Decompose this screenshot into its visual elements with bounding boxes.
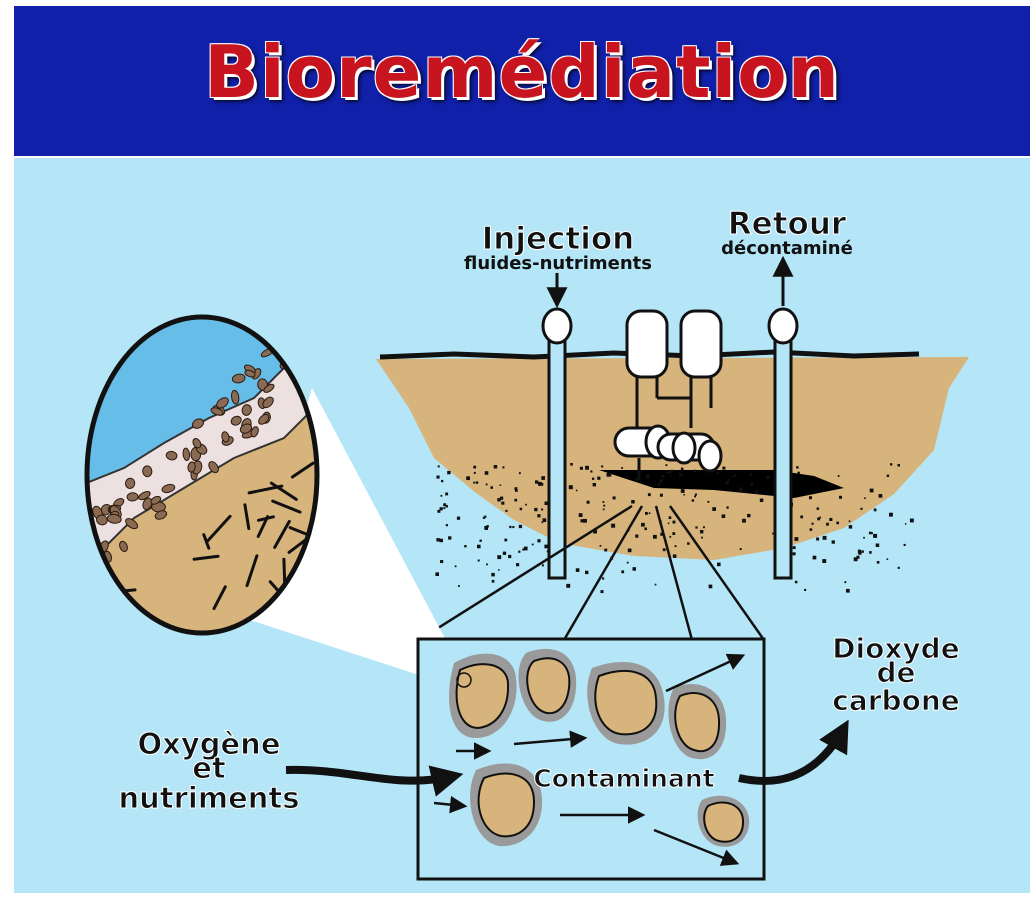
oxygene-label-line3: nutriments (118, 781, 299, 815)
page-title: Bioremédiation (14, 30, 1030, 114)
bioremediation-diagram: Injection fluides-nutriments Retour déco… (14, 158, 1030, 893)
detail-box (418, 639, 764, 879)
oxygene-label-line2: et (192, 751, 226, 785)
dioxyde-label-line3: carbone (832, 684, 960, 717)
injection-label: Injection (482, 221, 634, 257)
injection-sub-label: fluides-nutriments (464, 253, 652, 274)
retour-sub-label: décontaminé (721, 238, 853, 259)
retour-label: Retour (728, 206, 847, 242)
infographic-frame: Bioremédiation (14, 6, 1030, 893)
title-banner: Bioremédiation (14, 6, 1030, 156)
contaminant-label: Contaminant (533, 764, 714, 793)
